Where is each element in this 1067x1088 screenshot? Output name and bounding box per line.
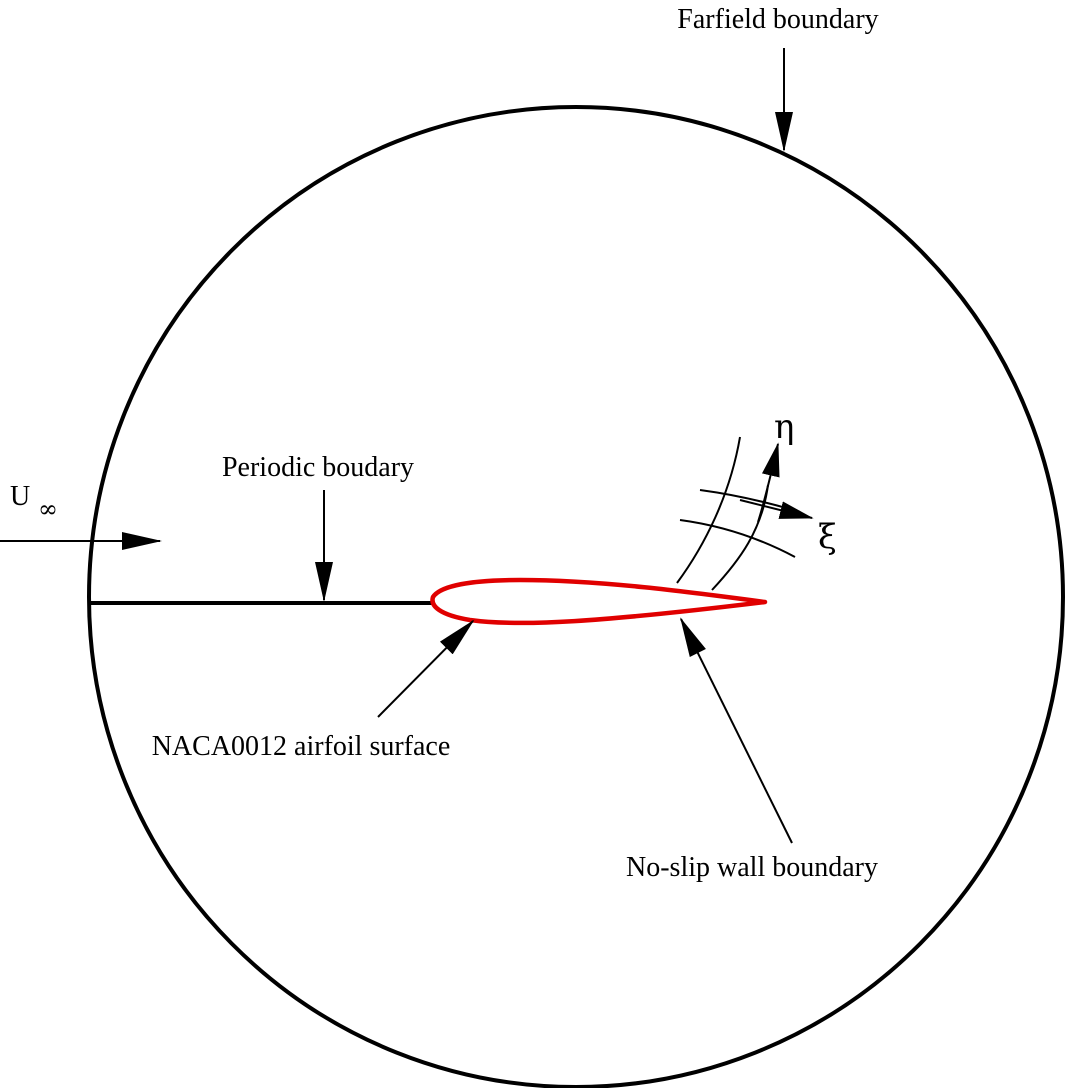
grid-xi-line-2	[679, 519, 796, 558]
airfoil-label: NACA0012 airfoil surface	[152, 731, 451, 762]
periodic-label: Periodic boudary	[222, 452, 414, 483]
eta-label: η	[774, 407, 794, 447]
xi-arrow	[739, 499, 814, 519]
freestream-subscript: ∞	[38, 495, 58, 523]
farfield-label: Farfield boundary	[677, 4, 878, 35]
grid-eta-line-1	[676, 436, 741, 584]
farfield-circle	[87, 105, 1065, 1088]
airfoil-label-arrow	[377, 619, 475, 718]
grid-xi-line-1	[699, 489, 801, 513]
xi-label: ξ	[818, 517, 837, 557]
freestream-label: U	[10, 481, 30, 512]
eta-arrow	[757, 442, 780, 523]
noslip-arrow	[680, 617, 793, 844]
noslip-label: No-slip wall boundary	[626, 852, 878, 883]
airfoil-surface	[430, 577, 768, 626]
